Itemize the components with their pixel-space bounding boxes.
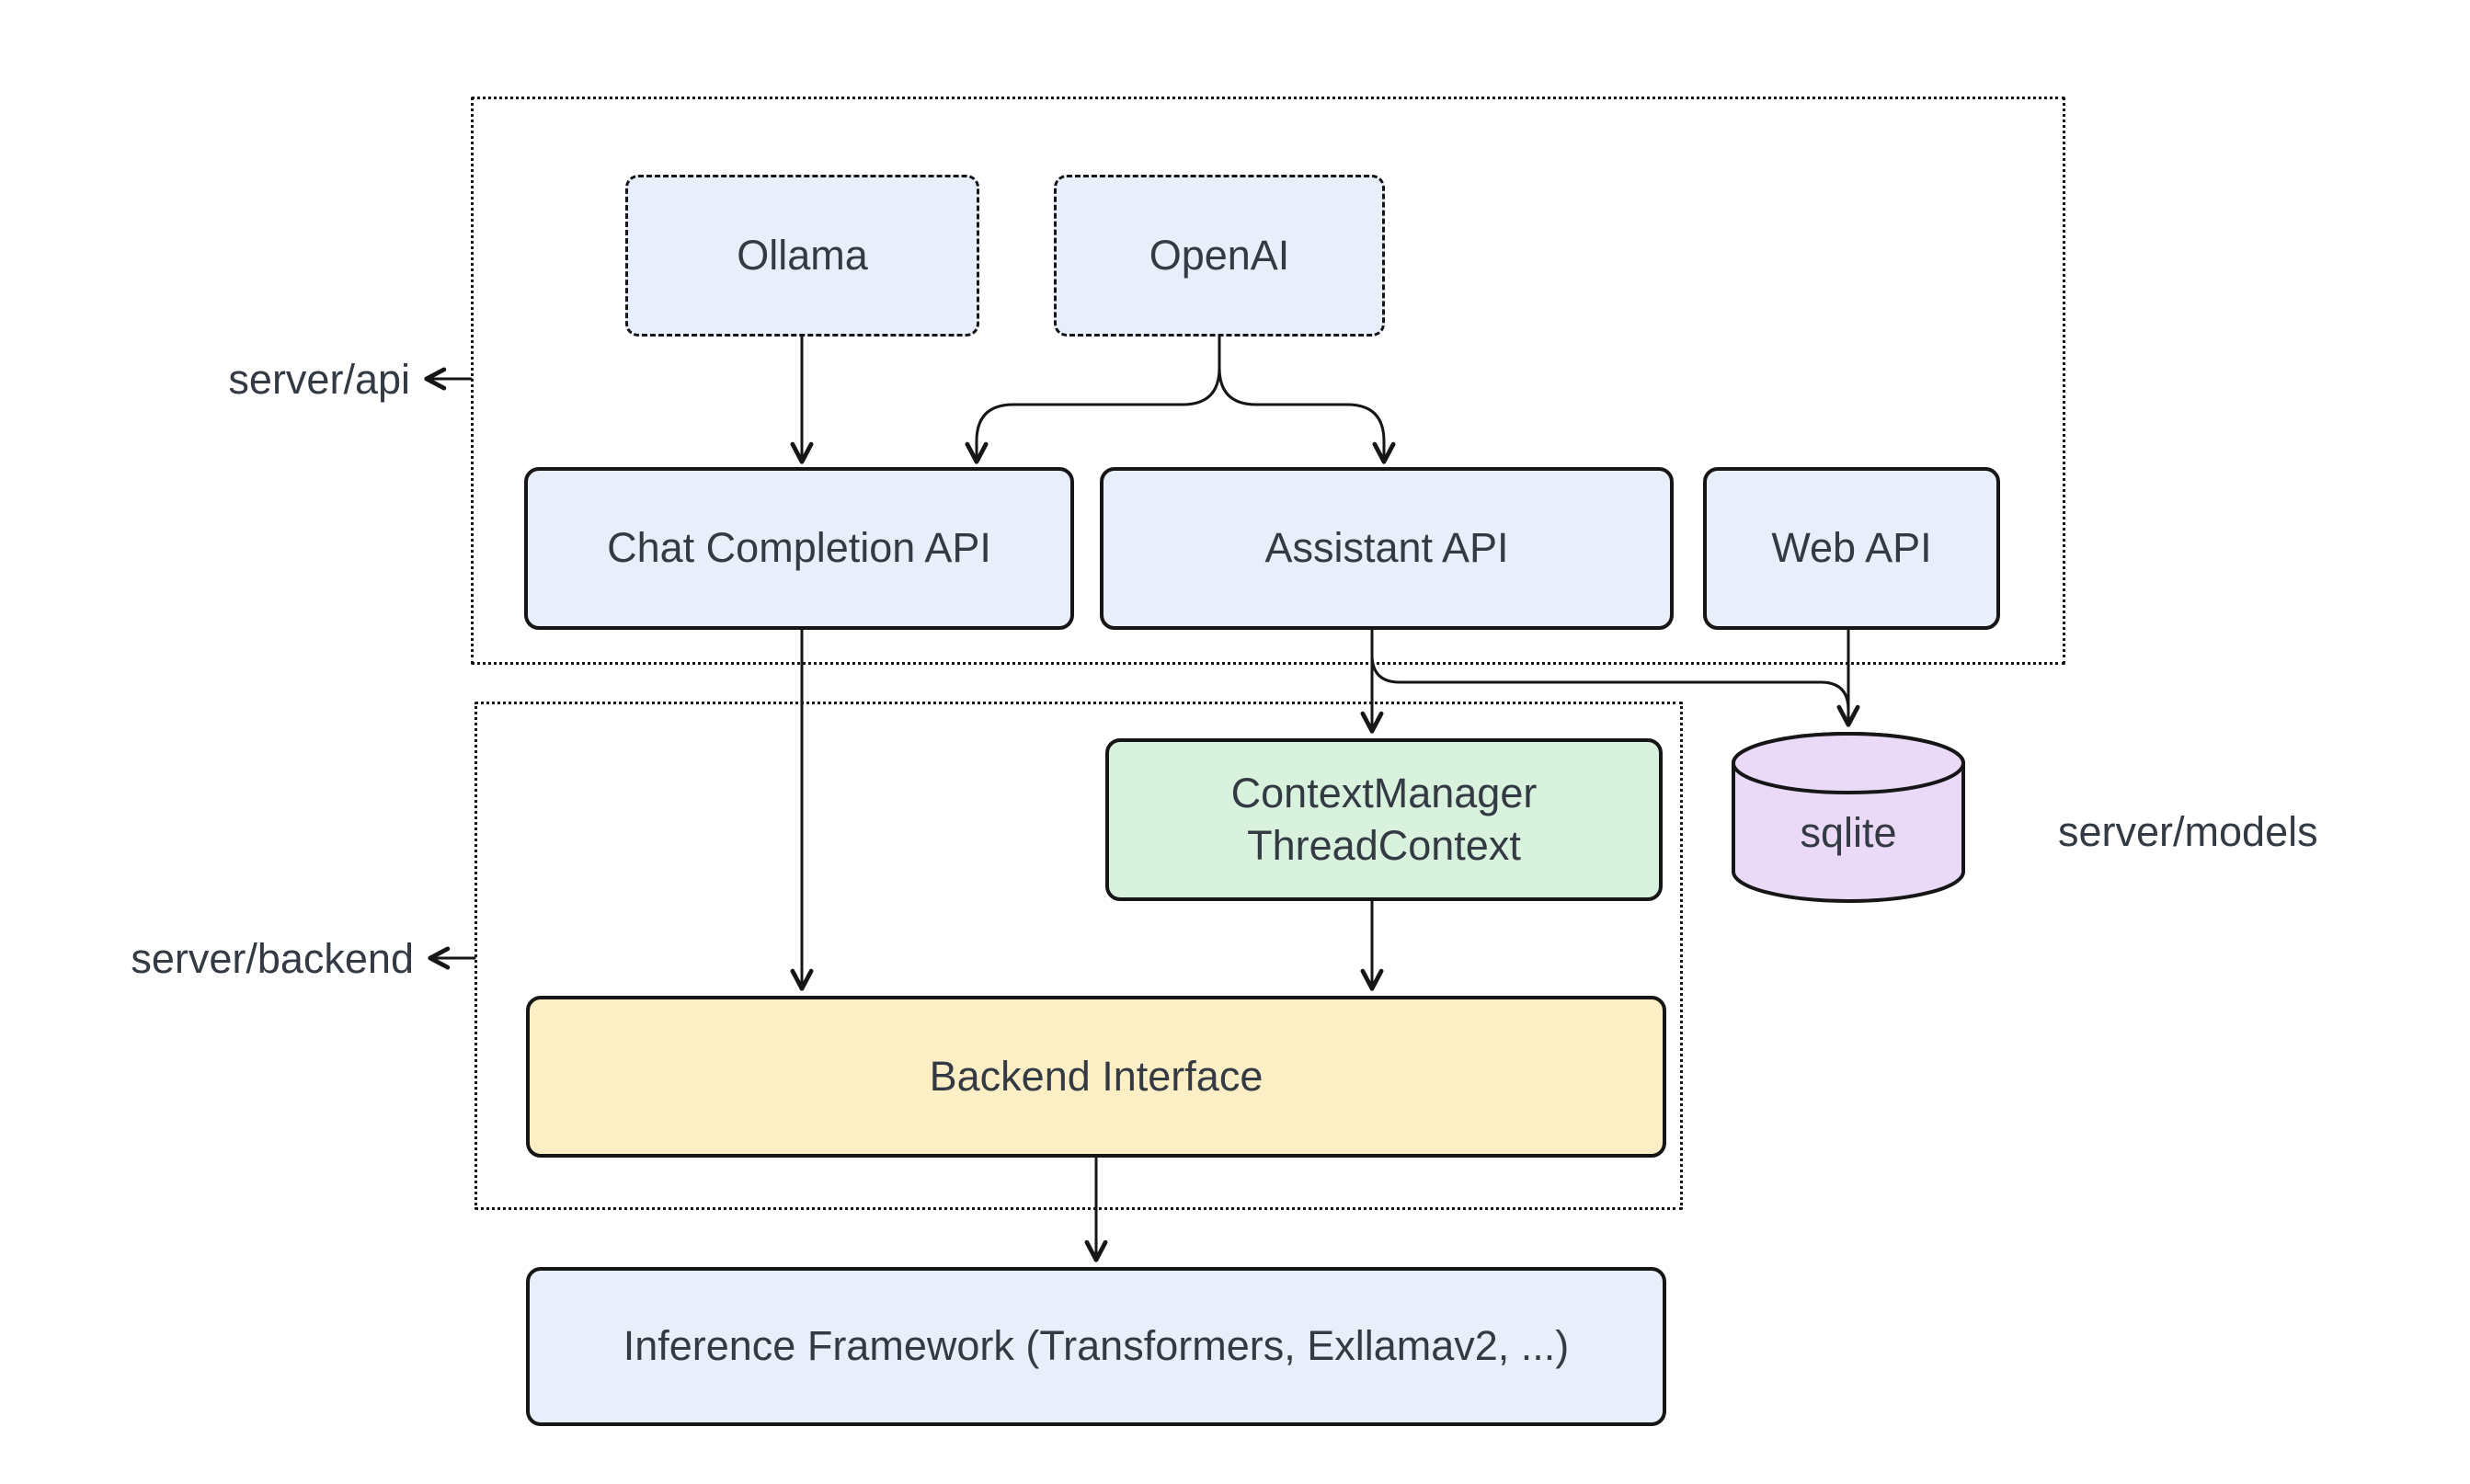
server-backend-container [475, 702, 1683, 1210]
node-inference-framework-label: Inference Framework (Transformers, Exlla… [623, 1322, 1570, 1370]
node-web-api-label: Web API [1771, 524, 1932, 572]
node-openai: OpenAI [1054, 175, 1385, 337]
node-ollama-label: Ollama [737, 231, 868, 279]
node-sqlite-label: sqlite [1800, 809, 1897, 856]
label-server-models: server/models [2058, 808, 2318, 855]
label-server-backend: server/backend [131, 935, 414, 982]
node-web-api: Web API [1703, 467, 2000, 630]
node-assistant-api: Assistant API [1100, 467, 1674, 630]
node-context-manager: ContextManager ThreadContext [1105, 738, 1663, 901]
node-context-manager-label-line2: ThreadContext [1247, 821, 1521, 869]
node-backend-interface: Backend Interface [526, 996, 1666, 1158]
node-context-manager-label-line1: ContextManager [1230, 770, 1538, 817]
node-backend-interface-label: Backend Interface [929, 1052, 1264, 1100]
label-server-api: server/api [228, 356, 410, 403]
node-assistant-api-label: Assistant API [1264, 524, 1509, 572]
node-chat-completion-api-label: Chat Completion API [607, 524, 991, 572]
sqlite-cylinder-top [1732, 732, 1965, 794]
node-inference-framework: Inference Framework (Transformers, Exlla… [526, 1267, 1666, 1426]
sqlite-cylinder [1732, 732, 1965, 903]
arrow-openai-to-chat-completion [965, 335, 1221, 464]
server-api-container [471, 97, 2065, 665]
node-ollama: Ollama [625, 175, 979, 337]
arrow-openai-to-assistant [1218, 335, 1396, 464]
connector-assistant-to-sqlite [1370, 653, 1850, 712]
node-openai-label: OpenAI [1149, 231, 1290, 279]
node-chat-completion-api: Chat Completion API [524, 467, 1074, 630]
